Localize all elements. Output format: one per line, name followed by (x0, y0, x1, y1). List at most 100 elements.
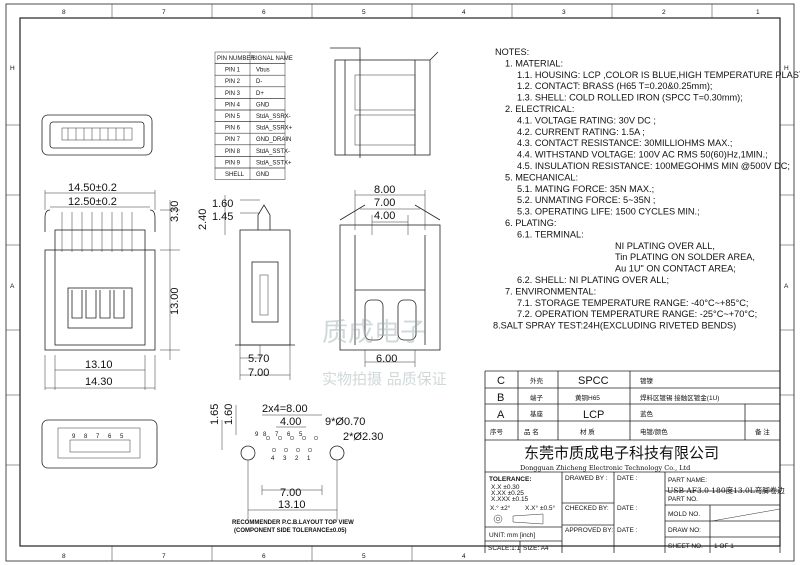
col-label: 8 (62, 9, 66, 16)
note-line: Tin PLATING ON SOLDER AREA, (615, 252, 755, 262)
tolerance-value: X.X ±0.30 (491, 484, 520, 491)
pin-number-cell: PIN 8 (225, 149, 241, 155)
company-name-en: Dongguan Zhicheng Electronic Technology … (520, 464, 690, 472)
note-line: Au 1U" ON CONTACT AREA; (615, 264, 736, 274)
note-line: 5.3. OPERATING LIFE: 1500 CYCLES MIN.; (517, 207, 700, 217)
col-label: 6 (262, 553, 266, 560)
pin-number-cell: PIN NUMBER (217, 56, 255, 62)
sheet-no: 1 OF 1 (714, 543, 734, 550)
draw-no-label: DRAW NO: (668, 527, 701, 534)
signal-name-cell: D+ (256, 91, 264, 97)
pcb-caption: RECOMMENDER P.C.B.LAYOUT TOP VIEW (232, 520, 354, 526)
pin-number: 8 (263, 432, 267, 438)
pin-number: 4 (271, 456, 275, 462)
dim-label: 1.65 (209, 404, 221, 425)
col-label: 7 (162, 553, 166, 560)
outer-frame (5, 3, 795, 562)
date-label: DATE : (617, 527, 638, 534)
sheet-no-label: SHEET NO. (668, 543, 703, 550)
dim-label: 13.10 (278, 499, 306, 511)
dim-label: 4.00 (280, 416, 301, 428)
pin-number: 7 (96, 434, 100, 440)
projection-symbol-icon (493, 513, 544, 525)
dim-label: 1.60 (212, 198, 233, 210)
note-line: 1. MATERIAL: (505, 58, 563, 68)
checked-by-label: CHECKED BY: (565, 505, 609, 512)
dim-label: 14.30 (85, 376, 113, 388)
scale-label: SCALE:1:1 (488, 545, 521, 552)
part-name: USB AF3.0 180度13.0L弯脚卷边 (667, 485, 785, 495)
dim-label: 1.45 (212, 211, 233, 223)
note-line: 1.1. HOUSING: LCP ,COLOR IS BLUE,HIGH TE… (517, 70, 800, 80)
note-line: 5. MECHANICAL: (505, 172, 578, 182)
pin-number-cell: PIN 3 (225, 91, 241, 97)
tolerance-value: X.XXX ±0.15 (491, 496, 529, 503)
tolerance-value: X.XX ±0.25 (491, 490, 524, 497)
pin-number: 9 (255, 432, 259, 438)
dim-label: 14.50±0.2 (68, 182, 117, 194)
inner-frame (19, 17, 781, 547)
note-line: NI PLATING OVER ALL, (615, 241, 715, 251)
col-label: 5 (362, 9, 366, 16)
bom-name: 端子 (530, 393, 544, 402)
pin-number: 9 (72, 434, 76, 440)
col-label: 7 (162, 9, 166, 16)
note-line: 7. ENVIRONMENTAL: (505, 286, 596, 296)
side-view: 1.60 1.45 2.40 5.70 7.00 (197, 195, 295, 380)
note-line: 4.1. VOLTAGE RATING: 30V DC ; (517, 115, 656, 125)
top-view (330, 47, 439, 158)
bom-material: SPCC (578, 375, 609, 387)
col-label: 2 (662, 9, 666, 16)
pin-number: 6 (287, 432, 291, 438)
dim-label: 2.40 (197, 209, 209, 230)
dim-label: 4.00 (374, 210, 395, 222)
dim-label: 8.00 (374, 184, 395, 196)
dim-label: 9*Ø0.70 (325, 416, 365, 428)
pin-number: 6 (108, 434, 112, 440)
title-block: 东莞市质成电子科技有限公司 Dongguan Zhicheng Electron… (484, 371, 785, 553)
dim-label: 13.10 (85, 359, 113, 371)
pin-number: 1 (307, 456, 311, 462)
signal-name-cell: GND_DRAIN (256, 137, 291, 143)
pin-number: 3 (283, 456, 287, 462)
dim-label: 3.30 (169, 201, 181, 222)
note-line: 4.5. INSULATION RESISTANCE: 100MEGOHMS M… (517, 161, 790, 171)
note-line: 1.3. SHELL: COLD ROLLED IRON (SPCC T=0.3… (517, 93, 743, 103)
note-line: 1.2. CONTACT: BRASS (H65 T=0.20&0.25mm); (517, 81, 712, 91)
col-label: 1 (756, 9, 760, 16)
notes: NOTES:1. MATERIAL: 1.1. HOUSING: LCP ,COL… (493, 47, 800, 331)
pin-number: 5 (120, 434, 124, 440)
dim-label: 1.60 (223, 404, 235, 425)
column-markers: 8 7 6 5 4 3 2 1 8 7 6 5 4 H H A A (6, 4, 794, 561)
pin-number-cell: PIN 6 (225, 126, 241, 132)
date-label: DATE : (617, 505, 638, 512)
mold-no-label: MOLD NO. (668, 511, 700, 518)
bom-no: C (497, 375, 505, 387)
note-line: 5.1. MATING FORCE: 35N MAX.; (517, 184, 654, 194)
tolerance-angle: X.° ±2° (490, 504, 511, 512)
note-line: 6.2. SHELL: NI PLATING OVER ALL; (517, 275, 669, 285)
signal-name-cell: D- (256, 79, 262, 85)
bom-no: A (497, 409, 505, 421)
pin-number-cell: PIN 2 (225, 79, 241, 85)
pin-number-cell: SHELL (225, 172, 245, 178)
bom-header: 材 质 (580, 427, 595, 436)
bom-table: C 外壳 SPCC 镀镍 B 端子 黄铜H65 焊料区镀锡 接触区镀金(1U) … (484, 370, 780, 441)
dim-label: 6.00 (376, 353, 397, 365)
dim-label: 5.70 (248, 353, 269, 365)
note-line: 7.1. STORAGE TEMPERATURE RANGE: -40°C~+8… (517, 298, 749, 308)
row-label: A (10, 283, 15, 290)
pin-number-cell: PIN 5 (225, 114, 241, 120)
signal-name-cell: StdA_SSTX+ (256, 160, 292, 166)
bom-material: LCP (583, 409, 604, 421)
signal-name-cell: SIGNAL NAME (252, 56, 293, 62)
pcb-caption: (COMPONENT SIDE TOLERANCE±0.05) (234, 528, 347, 534)
col-label: 5 (362, 553, 366, 560)
note-line: NOTES: (495, 47, 529, 57)
pcb-layout: 2x4=8.00 4.00 9*Ø0.70 2*Ø2.30 1.65 1.60 … (209, 403, 383, 534)
bom-no: B (497, 392, 504, 404)
dim-label: 12.50±0.2 (68, 196, 117, 208)
signal-name-cell: GND (256, 172, 270, 178)
col-label: 4 (462, 553, 466, 560)
dim-label: 7.00 (248, 367, 269, 379)
